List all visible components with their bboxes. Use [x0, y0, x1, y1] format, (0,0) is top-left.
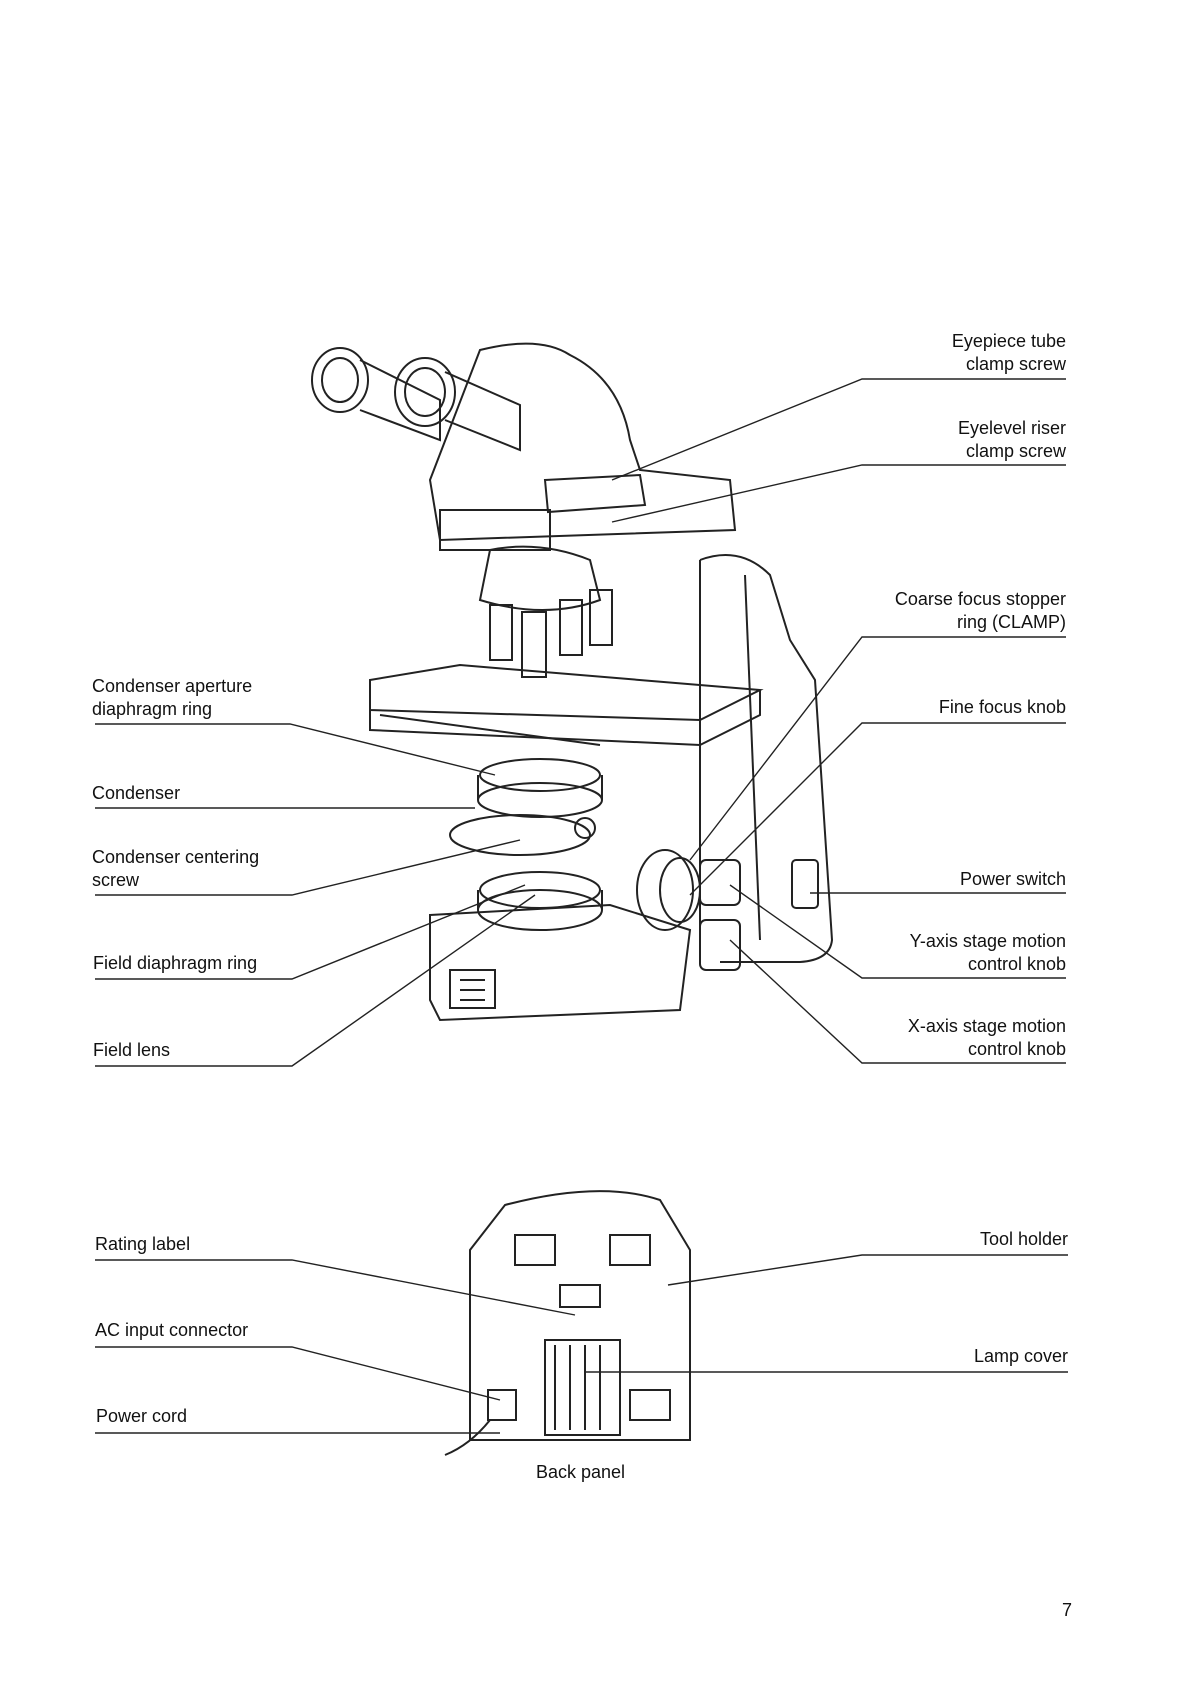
- label-lamp-cover: Lamp cover: [973, 1346, 1068, 1366]
- label-field-lens: Field lens: [93, 1040, 171, 1060]
- label-ac-input-connector: AC input connector: [95, 1320, 249, 1340]
- label-fine-focus-knob: Fine focus knob: [938, 697, 1066, 717]
- back-panel-caption: Back panel: [536, 1462, 626, 1482]
- label-eyepiece-tube-clamp-screw: Eyepiece tube clamp screw: [951, 331, 1066, 374]
- label-condenser-aperture-diaphragm-ring: Condenser aperture diaphragm ring: [92, 676, 253, 719]
- microscope-illustration: [311, 342, 834, 1022]
- label-tool-holder: Tool holder: [979, 1229, 1068, 1249]
- back-panel-illustration: [444, 1190, 691, 1456]
- label-coarse-focus-stopper-ring: Coarse focus stopper ring (CLAMP): [894, 589, 1066, 632]
- label-y-axis-stage-motion-control-knob: Y-axis stage motion control knob: [909, 931, 1066, 974]
- label-condenser-centering-screw: Condenser centering screw: [92, 847, 260, 890]
- label-field-diaphragm-ring: Field diaphragm ring: [93, 953, 258, 973]
- label-x-axis-stage-motion-control-knob: X-axis stage motion control knob: [907, 1016, 1066, 1059]
- leader-lines: [95, 378, 1068, 1434]
- label-power-cord: Power cord: [96, 1406, 188, 1426]
- page-number: 7: [1062, 1600, 1073, 1620]
- label-rating-label: Rating label: [95, 1234, 191, 1254]
- label-power-switch: Power switch: [959, 869, 1066, 889]
- label-condenser: Condenser: [92, 783, 181, 803]
- label-eyelevel-riser-clamp-screw: Eyelevel riser clamp screw: [957, 418, 1066, 461]
